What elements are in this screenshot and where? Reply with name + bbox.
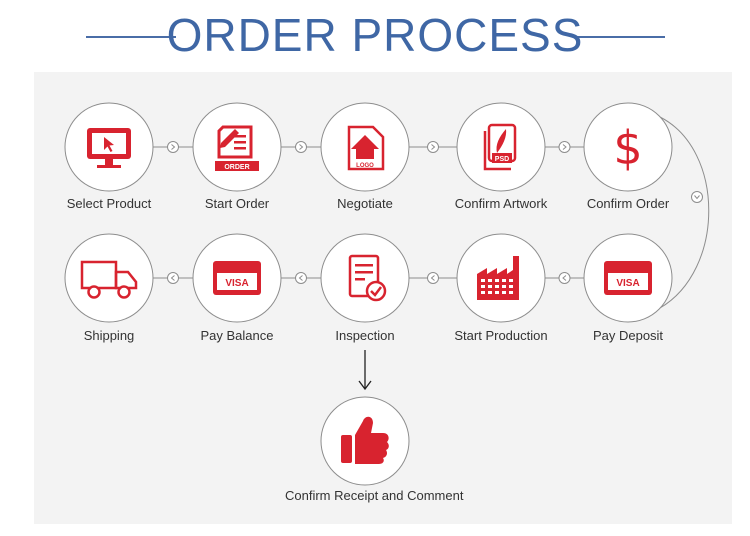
chevron-icon (431, 144, 436, 150)
step-confirm-receipt (320, 396, 410, 486)
step-label-confirm-order: Confirm Order (586, 196, 670, 211)
truck-icon (80, 260, 138, 299)
chevron-icon (430, 275, 435, 281)
step-confirm-order: $ (583, 102, 673, 192)
order-document-icon: ORDER (215, 125, 259, 171)
svg-text:ORDER: ORDER (224, 164, 249, 171)
chevron-icon (298, 275, 303, 281)
svg-text:PSD: PSD (495, 156, 509, 163)
thumbs-up-icon (341, 416, 389, 464)
dollar-icon: $ (613, 121, 642, 175)
curved-connector (659, 116, 710, 309)
factory-icon (477, 256, 519, 300)
title-right-rule (575, 36, 665, 38)
down-arrow-head (358, 380, 372, 391)
connector-node (691, 191, 703, 203)
step-select-product (64, 102, 154, 192)
step-negotiate: LOGO (320, 102, 410, 192)
connector-node (427, 272, 439, 284)
svg-text:LOGO: LOGO (356, 163, 374, 169)
psd-file-icon: PSD (483, 123, 517, 171)
step-shipping (64, 233, 154, 323)
step-label-confirm-artwork: Confirm Artwork (454, 196, 548, 211)
step-circle (64, 233, 154, 323)
step-label-select-product: Select Product (66, 196, 152, 211)
chevron-icon (171, 144, 176, 150)
title-row: ORDER PROCESS (0, 6, 750, 64)
svg-text:$: $ (613, 121, 642, 175)
visa-card-icon: VISA (213, 261, 261, 295)
connector-node (295, 272, 307, 284)
step-label-start-production: Start Production (454, 328, 548, 343)
step-label-confirm-receipt: Confirm Receipt and Comment (285, 488, 464, 503)
svg-text:VISA: VISA (225, 278, 248, 289)
monitor-cursor-icon (87, 128, 131, 168)
step-start-order: ORDER (192, 102, 282, 192)
page-title: ORDER PROCESS (166, 9, 584, 61)
step-pay-balance: VISA (192, 233, 282, 323)
visa-card-icon: VISA (604, 261, 652, 295)
step-circle (583, 102, 673, 192)
chevron-down-icon (694, 195, 700, 200)
step-label-start-order: Start Order (204, 196, 270, 211)
step-inspection (320, 233, 410, 323)
step-pay-deposit: VISA (583, 233, 673, 323)
house-logo-icon: LOGO (347, 125, 385, 171)
connectors (153, 116, 710, 391)
connector-node (167, 272, 179, 284)
step-label-shipping: Shipping (83, 328, 135, 343)
chevron-icon (562, 275, 567, 281)
checklist-icon (348, 254, 387, 302)
chevron-icon (170, 275, 175, 281)
step-confirm-artwork: PSD (456, 102, 546, 192)
chevron-icon (562, 144, 567, 150)
title-left-rule (86, 36, 176, 38)
svg-text:VISA: VISA (616, 278, 639, 289)
connector-node (167, 141, 179, 153)
connector-node (558, 272, 571, 284)
connector-node (295, 141, 307, 153)
chevron-icon (299, 144, 304, 150)
step-label-pay-deposit: Pay Deposit (592, 328, 664, 343)
connector-node (558, 141, 571, 153)
step-label-negotiate: Negotiate (337, 196, 393, 211)
step-start-production (456, 233, 546, 323)
step-label-pay-balance: Pay Balance (200, 328, 274, 343)
step-label-inspection: Inspection (335, 328, 395, 343)
connector-node (427, 141, 439, 153)
